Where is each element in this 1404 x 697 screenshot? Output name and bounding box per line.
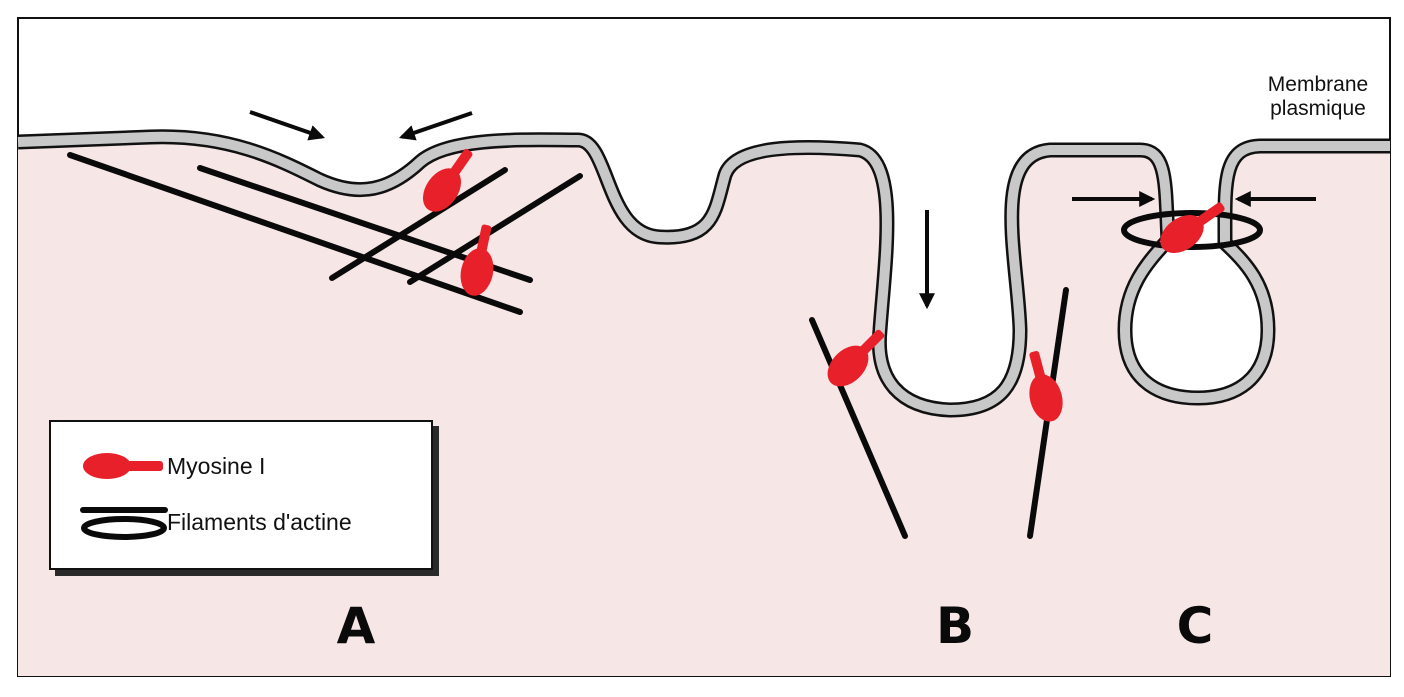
panel-label-c: C: [1176, 597, 1214, 655]
force-arrows: [249, 110, 1316, 310]
membrane-label-line2: plasmique: [1270, 97, 1366, 120]
legend-label-myosin: Myosine I: [167, 453, 266, 479]
myosin-icon: [83, 453, 163, 479]
legend: Myosine I Filaments d'actine: [49, 420, 433, 570]
panel-label-a: A: [336, 597, 376, 655]
myosin-icon: [1029, 351, 1063, 422]
myosin-molecules: [422, 148, 1225, 422]
myosin-icon: [1160, 202, 1225, 254]
actin-filament: [329, 167, 508, 281]
arrow-icon: [249, 110, 326, 141]
legend-item-actin: Filaments d'actine: [51, 502, 431, 542]
membrane-label: Membrane plasmique: [1248, 73, 1388, 121]
actin-filament-icon: [80, 507, 168, 540]
myosin-icon: [827, 329, 885, 387]
myosin-icon: [422, 148, 473, 212]
legend-label-actin: Filaments d'actine: [167, 509, 352, 535]
membrane-label-line1: Membrane: [1267, 73, 1369, 96]
legend-item-myosin: Myosine I: [51, 446, 431, 486]
actin-filament: [809, 317, 908, 539]
arrow-icon: [398, 111, 473, 141]
actin-filament: [67, 152, 523, 315]
panel-label-b: B: [935, 597, 975, 655]
actin-filament: [407, 173, 583, 285]
myosin-icon: [460, 224, 494, 296]
actin-ring: [1121, 210, 1263, 250]
